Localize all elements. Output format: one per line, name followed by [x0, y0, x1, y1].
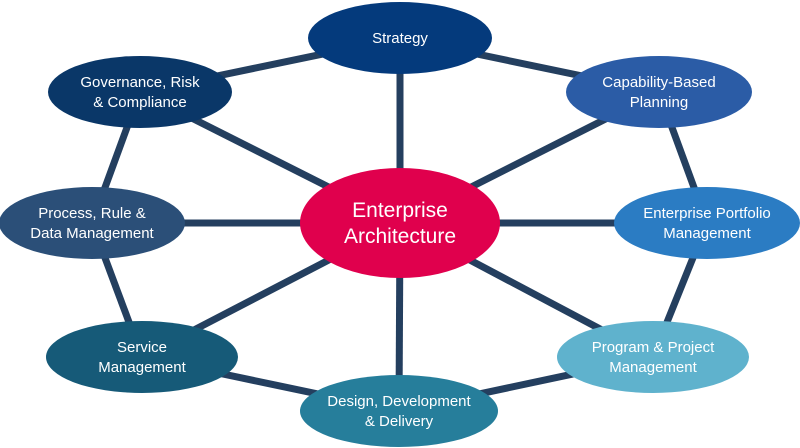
node-governance: Governance, Risk & Compliance — [48, 56, 232, 128]
node-ellipse-design — [300, 375, 498, 447]
node-label-design: & Delivery — [365, 413, 434, 430]
node-strategy: Strategy — [308, 2, 492, 74]
node-label-capability: Planning — [630, 94, 688, 111]
node-label-governance: & Compliance — [93, 94, 186, 111]
node-ellipse-process — [0, 187, 185, 259]
node-label-capability: Capability-Based — [602, 74, 715, 91]
node-label-service: Service — [117, 339, 167, 356]
node-label-portfolio: Enterprise Portfolio — [643, 205, 771, 222]
node-label-strategy: Strategy — [372, 30, 428, 47]
node-ellipse-strategy — [308, 2, 492, 74]
node-ellipse-capability — [566, 56, 752, 128]
node-label-process: Process, Rule & — [38, 205, 146, 222]
node-label-program: Program & Project — [592, 339, 715, 356]
node-design: Design, Development & Delivery — [300, 375, 498, 447]
node-label-service: Management — [98, 359, 186, 376]
node-label-ea: Architecture — [344, 225, 456, 248]
node-label-design: Design, Development — [327, 393, 471, 410]
node-process: Process, Rule & Data Management — [0, 187, 185, 259]
node-label-process: Data Management — [30, 225, 154, 242]
node-ellipse-ea — [300, 168, 500, 278]
node-ellipse-program — [557, 321, 749, 393]
node-label-governance: Governance, Risk — [80, 74, 200, 91]
node-label-program: Management — [609, 359, 697, 376]
node-ellipse-service — [46, 321, 238, 393]
node-ellipse-governance — [48, 56, 232, 128]
node-label-ea: Enterprise — [352, 199, 448, 222]
node-ellipse-portfolio — [614, 187, 800, 259]
node-label-portfolio: Management — [663, 225, 751, 242]
